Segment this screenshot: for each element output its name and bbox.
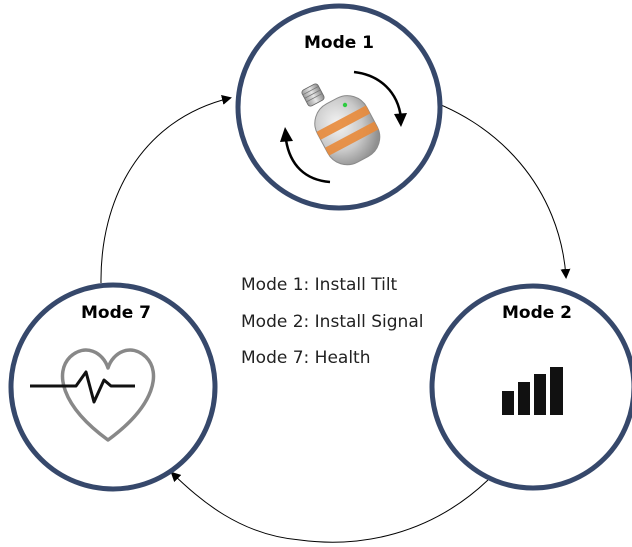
arrow-mode2-to-mode7: [170, 471, 489, 543]
mode2-node: Mode 2: [429, 283, 632, 491]
mode2-title: Mode 2: [502, 303, 572, 323]
mode7-title: Mode 7: [81, 303, 151, 323]
mode-legend: Mode 1: Install Tilt Mode 2: Install Sig…: [241, 275, 423, 368]
mode7-node: Mode 7: [8, 282, 218, 492]
legend-mode7: Mode 7: Health: [241, 348, 371, 368]
arrow-mode1-to-mode2: [412, 94, 571, 279]
mode2-ring: [429, 283, 632, 491]
mode1-title: Mode 1: [304, 33, 374, 53]
mode1-node: Mode 1: [235, 3, 443, 211]
signal-bars-icon: [502, 367, 563, 415]
legend-mode2: Mode 2: Install Signal: [241, 312, 423, 332]
arrow-mode7-to-mode1: [100, 95, 232, 284]
sensor-device-rotate-icon: [280, 70, 407, 184]
legend-mode1: Mode 1: Install Tilt: [241, 275, 398, 295]
heartbeat-icon: [30, 348, 156, 442]
